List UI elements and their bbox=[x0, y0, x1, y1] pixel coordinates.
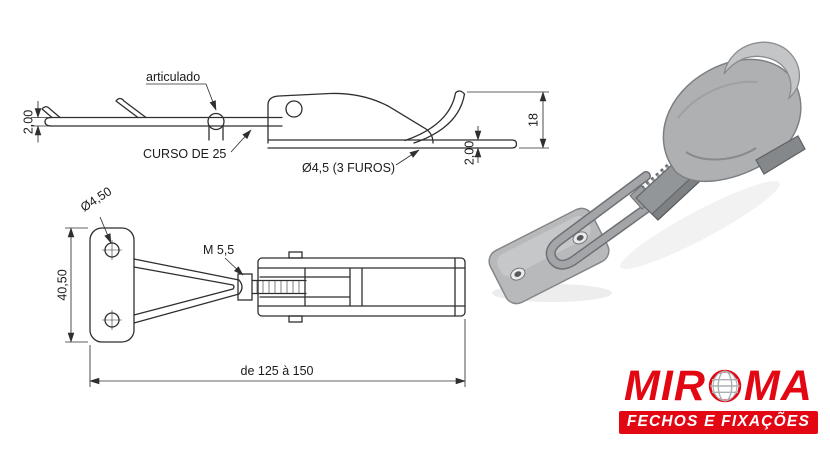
dim-lever-thickness: 2,00 bbox=[21, 110, 35, 134]
claw-profile bbox=[404, 90, 466, 144]
dim-plate-thickness: 2,00 bbox=[462, 141, 476, 165]
pivot-support bbox=[208, 126, 224, 141]
latch-body-profile bbox=[267, 92, 434, 144]
swivel-block bbox=[237, 273, 253, 301]
base-plate-profile bbox=[267, 139, 518, 149]
dim-plate-width: 40,50 bbox=[55, 269, 69, 300]
pivot-tab-bottom bbox=[288, 315, 303, 323]
shadow bbox=[620, 180, 780, 270]
label-thread: M 5,5 bbox=[203, 243, 234, 257]
label-articulado: articulado bbox=[146, 70, 200, 84]
brand-tagline: FECHOS E FIXAÇÕES bbox=[618, 411, 818, 434]
lever-handle bbox=[44, 116, 283, 127]
dim-height: 18 bbox=[526, 113, 540, 127]
render-lever-tail bbox=[755, 135, 806, 175]
top-view-drawing bbox=[89, 227, 466, 343]
pivot-joint bbox=[207, 112, 225, 131]
body-hole bbox=[285, 100, 303, 118]
grip-tip bbox=[41, 106, 61, 119]
render-rolled-lip bbox=[723, 41, 801, 100]
brand-wordmark: MIR MA bbox=[619, 364, 818, 408]
latch-body-plan bbox=[257, 257, 466, 317]
label-curso: CURSO DE 25 bbox=[143, 147, 226, 161]
brand-text-pre: MIR bbox=[624, 362, 706, 410]
side-view-dimensions: 2,00 articulado CURSO DE 25 Ø4,5 (3 FURO… bbox=[21, 70, 549, 175]
wire-bail bbox=[133, 258, 243, 324]
label-furos: Ø4,5 (3 FUROS) bbox=[302, 161, 395, 175]
threaded-rod bbox=[251, 279, 307, 295]
brand-text-post: MA bbox=[743, 362, 813, 410]
dim-overall-length: de 125 à 150 bbox=[241, 364, 314, 378]
miroma-logo: MIR MA FECHOS E FIXAÇÕES bbox=[618, 364, 818, 434]
mounting-plate bbox=[89, 227, 135, 343]
hook-tab bbox=[115, 97, 147, 119]
side-view-drawing bbox=[41, 90, 518, 149]
globe-icon bbox=[707, 368, 743, 404]
pivot-tab-top bbox=[288, 251, 303, 259]
top-view-dimensions: Ø4,50 M 5,5 40,50 de 125 à 150 bbox=[55, 184, 466, 387]
label-hole-diameter: Ø4,50 bbox=[78, 184, 114, 214]
product-render bbox=[488, 41, 806, 305]
